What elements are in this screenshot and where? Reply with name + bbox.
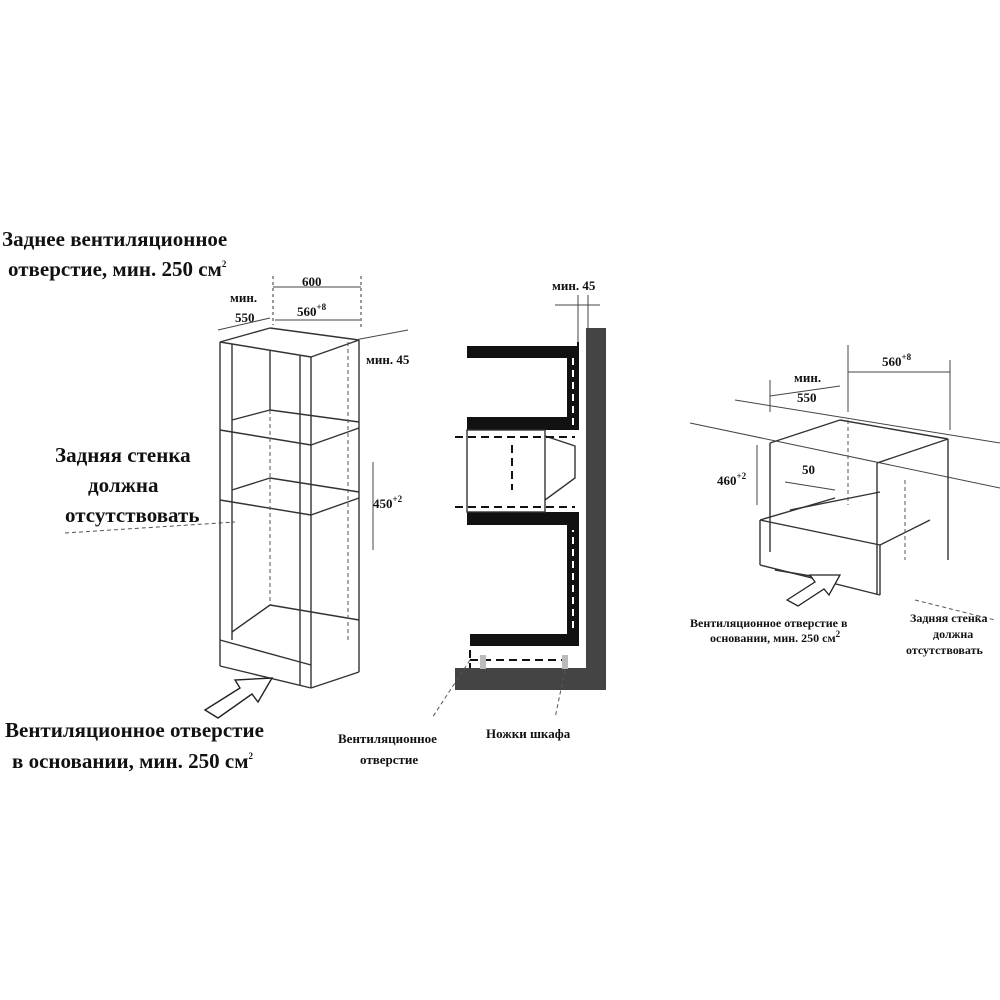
base-vent-label-sup: 2 xyxy=(249,751,254,761)
base-vent-label-line2: в основании, мин. 250 см2 xyxy=(12,749,254,773)
dim-min-right: мин. xyxy=(794,370,821,385)
right-base-vent-sup: 2 xyxy=(836,629,841,639)
right-back-wall-line3: отсутствовать xyxy=(906,643,983,657)
rear-vent-label-text: отверстие, мин. 250 см xyxy=(8,257,222,281)
dim-450-tol: +2 xyxy=(393,494,403,504)
right-airflow-arrow xyxy=(785,574,842,607)
base-vent-label-text: в основании, мин. 250 см xyxy=(12,749,249,773)
dim-min-550-label: мин. xyxy=(230,290,257,305)
back-wall-label-line3: отсутствовать xyxy=(65,503,199,527)
back-wall-leader xyxy=(64,521,236,534)
right-back-wall-line1: Задняя стенка xyxy=(910,611,988,625)
left-dimensions: 600 560+8 мин. 550 мин. 45 450+2 xyxy=(217,274,410,550)
back-wall-label-line1: Задняя стенка xyxy=(55,443,191,467)
airflow-section-diagram: мин. 45 Вентиляционное отверстие Ножки ш… xyxy=(338,278,606,767)
right-back-wall-line2: должна xyxy=(933,627,973,641)
rear-vent-label-sup: 2 xyxy=(222,259,227,269)
base-airflow-arrow xyxy=(203,677,274,719)
dim-460-value: 460 xyxy=(717,473,737,488)
dim-550: 550 xyxy=(235,310,255,325)
dim-600: 600 xyxy=(302,274,322,289)
dim-50: 50 xyxy=(802,462,815,477)
cabinet-legs-label: Ножки шкафа xyxy=(486,726,571,741)
dim-560-right-value: 560 xyxy=(882,354,902,369)
dim-560-label: 560+8 xyxy=(297,302,327,319)
rear-vent-label-line2: отверстие, мин. 250 см2 xyxy=(8,257,227,281)
tall-cabinet-diagram: Заднее вентиляционное отверстие, мин. 25… xyxy=(2,227,410,773)
dim-560-right-label: 560+8 xyxy=(882,352,912,369)
vent-label-line1: Вентиляционное xyxy=(338,731,437,746)
right-base-vent-line1: Вентиляционное отверстие в xyxy=(690,616,848,630)
dim-560-right-tol: +8 xyxy=(902,352,912,362)
dim-560-tol: +8 xyxy=(317,302,327,312)
dim-450-value: 450 xyxy=(373,496,393,511)
vent-label-line2: отверстие xyxy=(360,752,418,767)
right-base-vent-text: основании, мин. 250 см xyxy=(710,631,836,645)
dim-550-right: 550 xyxy=(797,390,817,405)
right-base-vent-line2: основании, мин. 250 см2 xyxy=(710,629,841,645)
dim-min45-left: мин. 45 xyxy=(366,352,410,367)
under-counter-diagram: 560+8 мин. 550 460+2 50 Вентиляционное о… xyxy=(689,345,1000,657)
dim-460-tol: +2 xyxy=(737,471,747,481)
back-wall-label-line2: должна xyxy=(88,473,159,497)
base-vent-label-line1: Вентиляционное отверстие xyxy=(5,718,264,742)
tall-cabinet xyxy=(219,327,360,689)
dim-560-value: 560 xyxy=(297,304,317,319)
rear-vent-label-line1: Заднее вентиляционное xyxy=(2,227,227,251)
dim-450-label: 450+2 xyxy=(373,494,403,511)
dim-min45-middle: мин. 45 xyxy=(552,278,596,293)
dim-460-label: 460+2 xyxy=(717,471,747,488)
